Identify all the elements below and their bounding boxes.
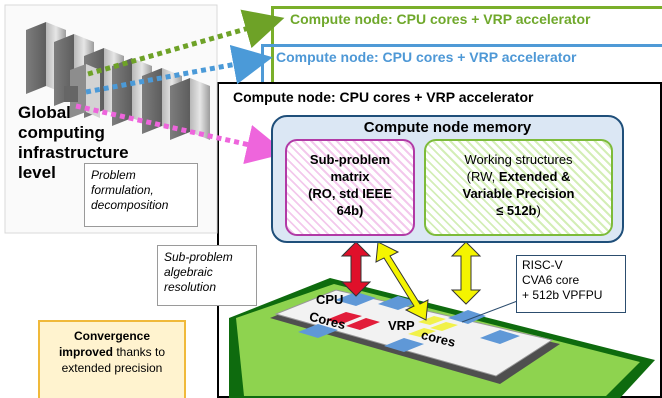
vrp-cores-label-1: VRP [388, 318, 415, 333]
global-line-4: level [18, 163, 56, 182]
subproblem-alg-line-3: resolution [164, 280, 217, 294]
problem-formulation-line-3: decomposition [91, 198, 169, 212]
convergence-line-1: Convergence [73, 329, 151, 343]
convergence-line-3: extended precision [61, 361, 163, 375]
working-line-4-suffix: ) [536, 203, 541, 218]
riscv-leader-line [461, 299, 521, 323]
compute-node-title-black: Compute node: CPU cores + VRP accelerato… [233, 89, 534, 105]
arrow-cpu-to-subproblem [340, 241, 372, 297]
compute-node-title-green: Compute node: CPU cores + VRP accelerato… [290, 11, 591, 27]
arrow-to-blue-node [85, 44, 273, 95]
riscv-line-2: CVA6 core [522, 273, 580, 287]
working-line-4: ≤ 512b) [430, 202, 607, 219]
convergence-improved: improved [58, 345, 113, 359]
arrow-to-green-node [87, 9, 285, 77]
subproblem-alg-line-1: Sub-problem [164, 250, 233, 264]
problem-formulation-line-2: formulation, [91, 183, 154, 197]
subproblem-line-4: 64b) [336, 203, 364, 218]
working-line-1: Working structures [464, 152, 573, 167]
compute-node-title-blue: Compute node: CPU cores + VRP accelerato… [276, 49, 577, 65]
subproblem-matrix-box: Sub-problem matrix (RO, std IEEE 64b) [285, 139, 415, 236]
global-line-3: infrastructure [18, 143, 129, 162]
arrow-vrp-to-working [450, 241, 482, 305]
convergence-rest: thanks to [112, 345, 166, 359]
arrow-vrp-to-subproblem [375, 241, 429, 321]
chip-board [229, 278, 655, 398]
riscv-line-1: RISC-V [522, 258, 563, 272]
problem-formulation-callout: Problem formulation, decomposition [84, 163, 198, 227]
subproblem-line-3: (RO, std IEEE [308, 186, 392, 201]
riscv-line-3: + 512b VPFPU [522, 288, 603, 302]
memory-title: Compute node memory [363, 119, 532, 136]
working-line-2-bold: Extended & [498, 169, 571, 184]
working-text: Working structures (RW, Extended & Varia… [430, 151, 607, 219]
cpu-cores-label-1: CPU [316, 292, 344, 307]
working-line-2: (RW, Extended & [430, 168, 607, 185]
problem-formulation-line-1: Problem [91, 168, 136, 182]
subproblem-algebraic-callout: Sub-problem algebraic resolution [157, 245, 257, 306]
subproblem-alg-line-2: algebraic [164, 265, 213, 279]
riscv-callout: RISC-V CVA6 core + 512b VPFPU [516, 255, 626, 313]
subproblem-text: Sub-problem matrix (RO, std IEEE 64b) [291, 151, 409, 219]
working-line-4-bold: ≤ 512b [496, 203, 537, 218]
subproblem-line-1: Sub-problem [309, 152, 391, 167]
working-line-3: Variable Precision [462, 186, 575, 201]
convergence-line-2: improved thanks to [40, 344, 184, 360]
working-structures-box: Working structures (RW, Extended & Varia… [424, 139, 613, 236]
global-infrastructure-label: Global computing infrastructure level [18, 103, 129, 183]
arrow-to-subproblem [75, 103, 287, 165]
global-line-1: Global [18, 103, 71, 122]
subproblem-line-2: matrix [330, 169, 370, 184]
convergence-callout: Convergence improved thanks to extended … [38, 320, 186, 398]
global-line-2: computing [18, 123, 105, 142]
working-line-2-prefix: (RW, [466, 169, 499, 184]
